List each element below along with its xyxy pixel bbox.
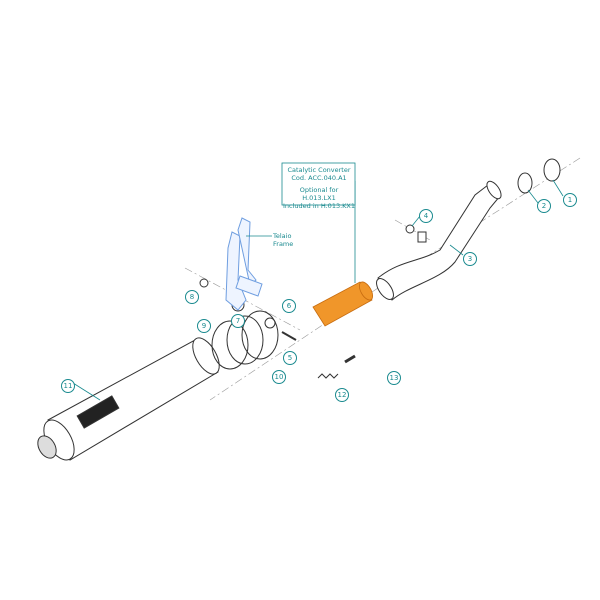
- catalytic-converter: [312, 281, 374, 327]
- frame-label-en: Frame: [273, 240, 294, 248]
- spring: [317, 373, 339, 379]
- link-pipe: [376, 180, 502, 301]
- silencer: [37, 337, 220, 461]
- callout-7: 7: [231, 314, 245, 328]
- callout-12: 12: [335, 388, 349, 402]
- callout-8: 8: [185, 290, 199, 304]
- catalytic-info-box: Catalytic Converter Cod. ACC.040.A1 Opti…: [283, 166, 355, 210]
- catalytic-box-border: [281, 162, 356, 206]
- mounting-bracket: [211, 310, 279, 370]
- clamp: [543, 158, 561, 182]
- callout-6: 6: [282, 299, 296, 313]
- callout-2: 2: [537, 199, 551, 213]
- sleeve: [517, 172, 533, 194]
- catalytic-code: Cod. ACC.040.A1: [291, 174, 347, 182]
- pin: [344, 354, 356, 364]
- callout-5: 5: [283, 351, 297, 365]
- callout-13: 13: [387, 371, 401, 385]
- catalytic-optional: Optional for H.013.LX1: [299, 186, 339, 202]
- bolt: [281, 331, 297, 341]
- callout-9: 9: [197, 319, 211, 333]
- frame-part: [225, 217, 263, 311]
- nut: [199, 278, 209, 288]
- callout-10: 10: [272, 370, 286, 384]
- leader-lines: [72, 179, 564, 401]
- catalytic-title: Catalytic Converter: [287, 166, 351, 174]
- callout-3: 3: [463, 252, 477, 266]
- callout-1: 1: [563, 193, 577, 207]
- callout-11: 11: [61, 379, 75, 393]
- bushing: [264, 317, 276, 329]
- nut: [405, 224, 415, 234]
- frame-label-it: Telaio: [273, 232, 292, 240]
- callout-4: 4: [419, 209, 433, 223]
- catalytic-included: Included in H.013.KX1: [283, 202, 356, 210]
- frame-label: Telaio Frame: [273, 232, 293, 248]
